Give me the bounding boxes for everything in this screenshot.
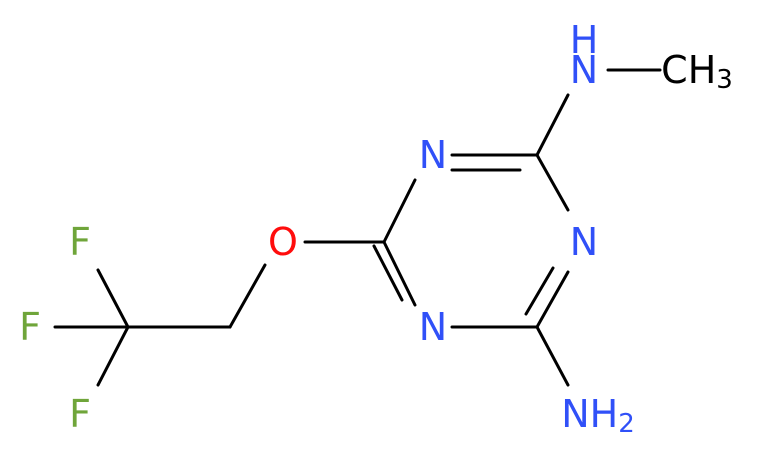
- bond-nbottom-c6: [382, 240, 417, 307]
- atom-amino-sub: 2: [618, 409, 635, 439]
- atom-labels: H N CH3 N N N NH2 O F F F: [19, 18, 733, 439]
- atom-ring-n-top: N: [419, 133, 447, 177]
- atom-amino: NH2: [561, 392, 635, 439]
- atom-amino-main: NH: [561, 392, 618, 436]
- bond-c6-ntop: [382, 178, 417, 244]
- atom-ether-o: O: [268, 220, 298, 264]
- atom-methyl-main: CH: [661, 48, 716, 92]
- bond-nbottom-c6-double: [372, 244, 404, 302]
- bond-nright-c4-double: [524, 266, 555, 316]
- bond-nright-c4: [535, 270, 570, 329]
- bond-c4-nh2: [535, 325, 570, 387]
- atom-methyl: CH3: [661, 48, 733, 95]
- bonds: [53, 68, 662, 387]
- bond-c2-nright: [535, 153, 570, 212]
- bond-cf3-fbottom: [96, 325, 130, 387]
- bond-nh-ring: [535, 93, 570, 157]
- atom-f-bottom: F: [69, 392, 91, 436]
- atom-ring-n-right: N: [570, 220, 598, 264]
- atom-f-top: F: [69, 220, 91, 264]
- atom-ring-n-bottom: N: [419, 305, 447, 349]
- bond-o-ch2: [228, 263, 267, 329]
- atom-h-methylamino: H: [570, 18, 599, 62]
- bond-cf3-ftop: [96, 268, 130, 329]
- atom-methyl-sub: 3: [716, 65, 733, 95]
- atom-n-methylamino: N: [570, 48, 598, 92]
- atom-f-mid: F: [19, 305, 41, 349]
